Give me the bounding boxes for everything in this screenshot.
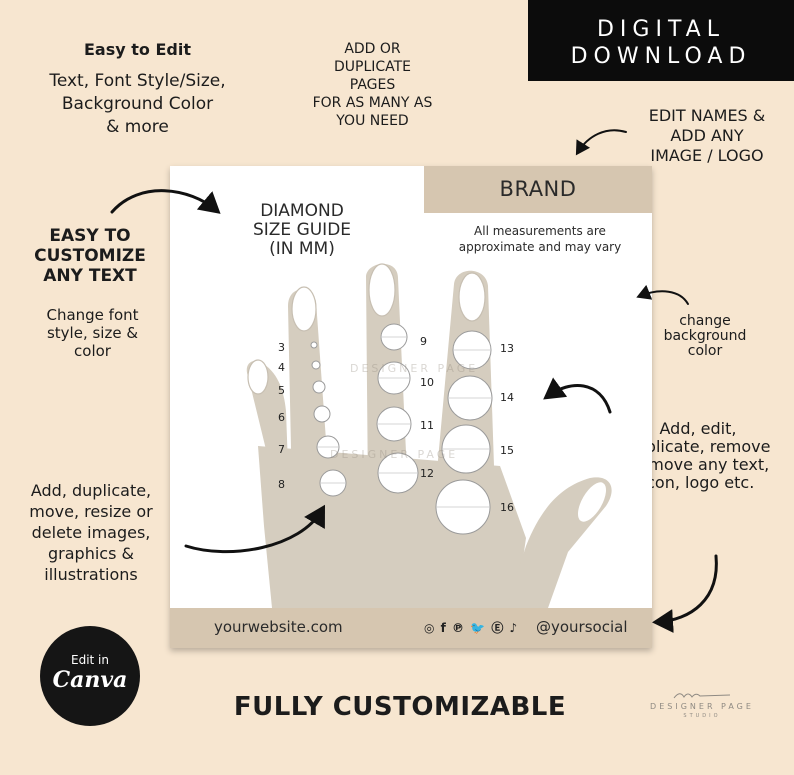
add-dup-img-line: illustrations — [44, 565, 138, 584]
easy-edit-line: Text, Font Style/Size, — [49, 71, 226, 91]
change-background-text: change background color — [640, 314, 770, 359]
banner-line-1: DIGITAL — [596, 17, 725, 42]
watermark-text: DESIGNER PAGE — [330, 448, 459, 461]
title-line: DIAMOND — [260, 201, 344, 221]
brand-label: BRAND — [424, 166, 652, 213]
size-label: 15 — [500, 444, 514, 457]
diamond-gem — [312, 380, 326, 394]
arrow-icon — [652, 554, 718, 634]
diamond-gem — [310, 341, 318, 349]
size-label: 8 — [278, 478, 285, 491]
easy-customize-text: EASY TO CUSTOMIZE ANY TEXT — [20, 226, 160, 286]
size-label: 16 — [500, 501, 514, 514]
measurement-note: All measurements are approximate and may… — [434, 223, 646, 255]
add-dup-img-line: delete images, — [31, 523, 151, 542]
change-bg-line: change — [679, 313, 731, 329]
title-line: SIZE GUIDE — [252, 220, 352, 240]
edit-names-line: EDIT NAMES & — [648, 106, 766, 125]
logo-name: DESIGNER PAGE — [650, 702, 754, 711]
add-edit-line: Add, edit, — [659, 419, 737, 438]
social-icons: ◎ f ℗ 🐦 Ⓔ ♪ — [424, 621, 519, 635]
add-edit-line: duplicate, remove — [625, 437, 771, 456]
diamond-size-card: 3 4 5 6 7 8 9 10 11 12 13 14 15 16 BRAND… — [170, 166, 652, 648]
size-label: 9 — [420, 335, 427, 348]
add-dup-line: ADD OR — [344, 41, 401, 57]
watermark-text: DESIGNER PAGE — [350, 362, 479, 375]
add-dup-line: DUPLICATE — [333, 59, 412, 75]
arrow-icon — [636, 284, 689, 305]
size-label: 6 — [278, 411, 285, 424]
add-edit-line: or move any text, — [626, 455, 770, 474]
diamond-gem — [313, 405, 331, 423]
arrow-icon — [110, 189, 221, 214]
arrow-icon — [575, 129, 627, 156]
change-bg-line: color — [687, 343, 723, 359]
measurement-line: approximate and may vary — [458, 240, 622, 254]
banner-line-2: DOWNLOAD — [570, 44, 752, 69]
size-label: 5 — [278, 384, 285, 397]
add-dup-img-line: graphics & — [48, 544, 134, 563]
change-font-line: style, size & — [46, 324, 139, 342]
digital-download-banner: DIGITAL DOWNLOAD — [528, 0, 794, 81]
size-label: 4 — [278, 361, 285, 374]
add-duplicate-pages-text: ADD OR DUPLICATE PAGES FOR AS MANY AS YO… — [290, 40, 455, 130]
arrow-icon — [184, 504, 326, 554]
measurement-line: All measurements are — [474, 224, 606, 238]
hand-illustration: 3 4 5 6 7 8 9 10 11 12 13 14 15 16 — [246, 263, 612, 608]
change-bg-line: background — [663, 328, 747, 344]
add-dup-img-line: move, resize or — [29, 502, 153, 521]
add-dup-line: FOR AS MANY AS — [312, 95, 433, 111]
logo-scribble-icon — [673, 693, 731, 699]
size-label: 3 — [278, 341, 285, 354]
size-label: 10 — [420, 376, 434, 389]
edit-in-canva-badge: Edit in Canva — [40, 626, 140, 726]
easy-cust-line: ANY TEXT — [43, 266, 137, 286]
canva-badge-line-1: Edit in — [71, 653, 109, 667]
website-text: yourwebsite.com — [214, 618, 343, 636]
diamond-guide-title: DIAMOND SIZE GUIDE (IN MM) — [232, 202, 372, 259]
easy-cust-line: EASY TO — [49, 226, 131, 246]
canva-badge-line-2: Canva — [52, 667, 128, 693]
logo-sub: STUDIO — [683, 713, 721, 719]
size-label: 12 — [420, 467, 434, 480]
easy-edit-line: Background Color — [61, 94, 214, 114]
arrow-icon — [543, 377, 612, 414]
easy-edit-description: Text, Font Style/Size, Background Color … — [30, 70, 245, 139]
add-duplicate-images-text: Add, duplicate, move, resize or delete i… — [16, 480, 166, 585]
size-label: 11 — [420, 419, 434, 432]
add-dup-line: PAGES — [349, 77, 396, 93]
easy-edit-line: & more — [106, 117, 169, 137]
edit-names-line: ADD ANY — [670, 126, 744, 145]
card-footer: yourwebsite.com ◎ f ℗ 🐦 Ⓔ ♪ @yoursocial — [170, 608, 652, 648]
add-dup-line: YOU NEED — [336, 113, 409, 129]
fully-customizable-heading: FULLY CUSTOMIZABLE — [233, 692, 567, 722]
change-font-line: color — [74, 342, 111, 360]
add-edit-line: icon, logo etc. — [641, 473, 755, 492]
edit-names-text: EDIT NAMES & ADD ANY IMAGE / LOGO — [632, 106, 782, 166]
easy-cust-line: CUSTOMIZE — [34, 246, 146, 266]
add-dup-img-line: Add, duplicate, — [30, 481, 152, 500]
title-line: (IN MM) — [269, 239, 335, 259]
change-font-text: Change font style, size & color — [20, 306, 165, 360]
size-label: 13 — [500, 342, 514, 355]
size-label: 7 — [278, 443, 285, 456]
easy-edit-title: Easy to Edit — [84, 40, 191, 59]
change-font-line: Change font — [46, 306, 139, 324]
edit-names-line: IMAGE / LOGO — [650, 146, 764, 165]
designer-page-logo: DESIGNER PAGE STUDIO — [632, 690, 772, 719]
add-edit-text: Add, edit, duplicate, remove or move any… — [612, 420, 784, 492]
diamond-gem — [311, 360, 321, 370]
social-handle: @yoursocial — [536, 618, 628, 636]
size-label: 14 — [500, 391, 514, 404]
